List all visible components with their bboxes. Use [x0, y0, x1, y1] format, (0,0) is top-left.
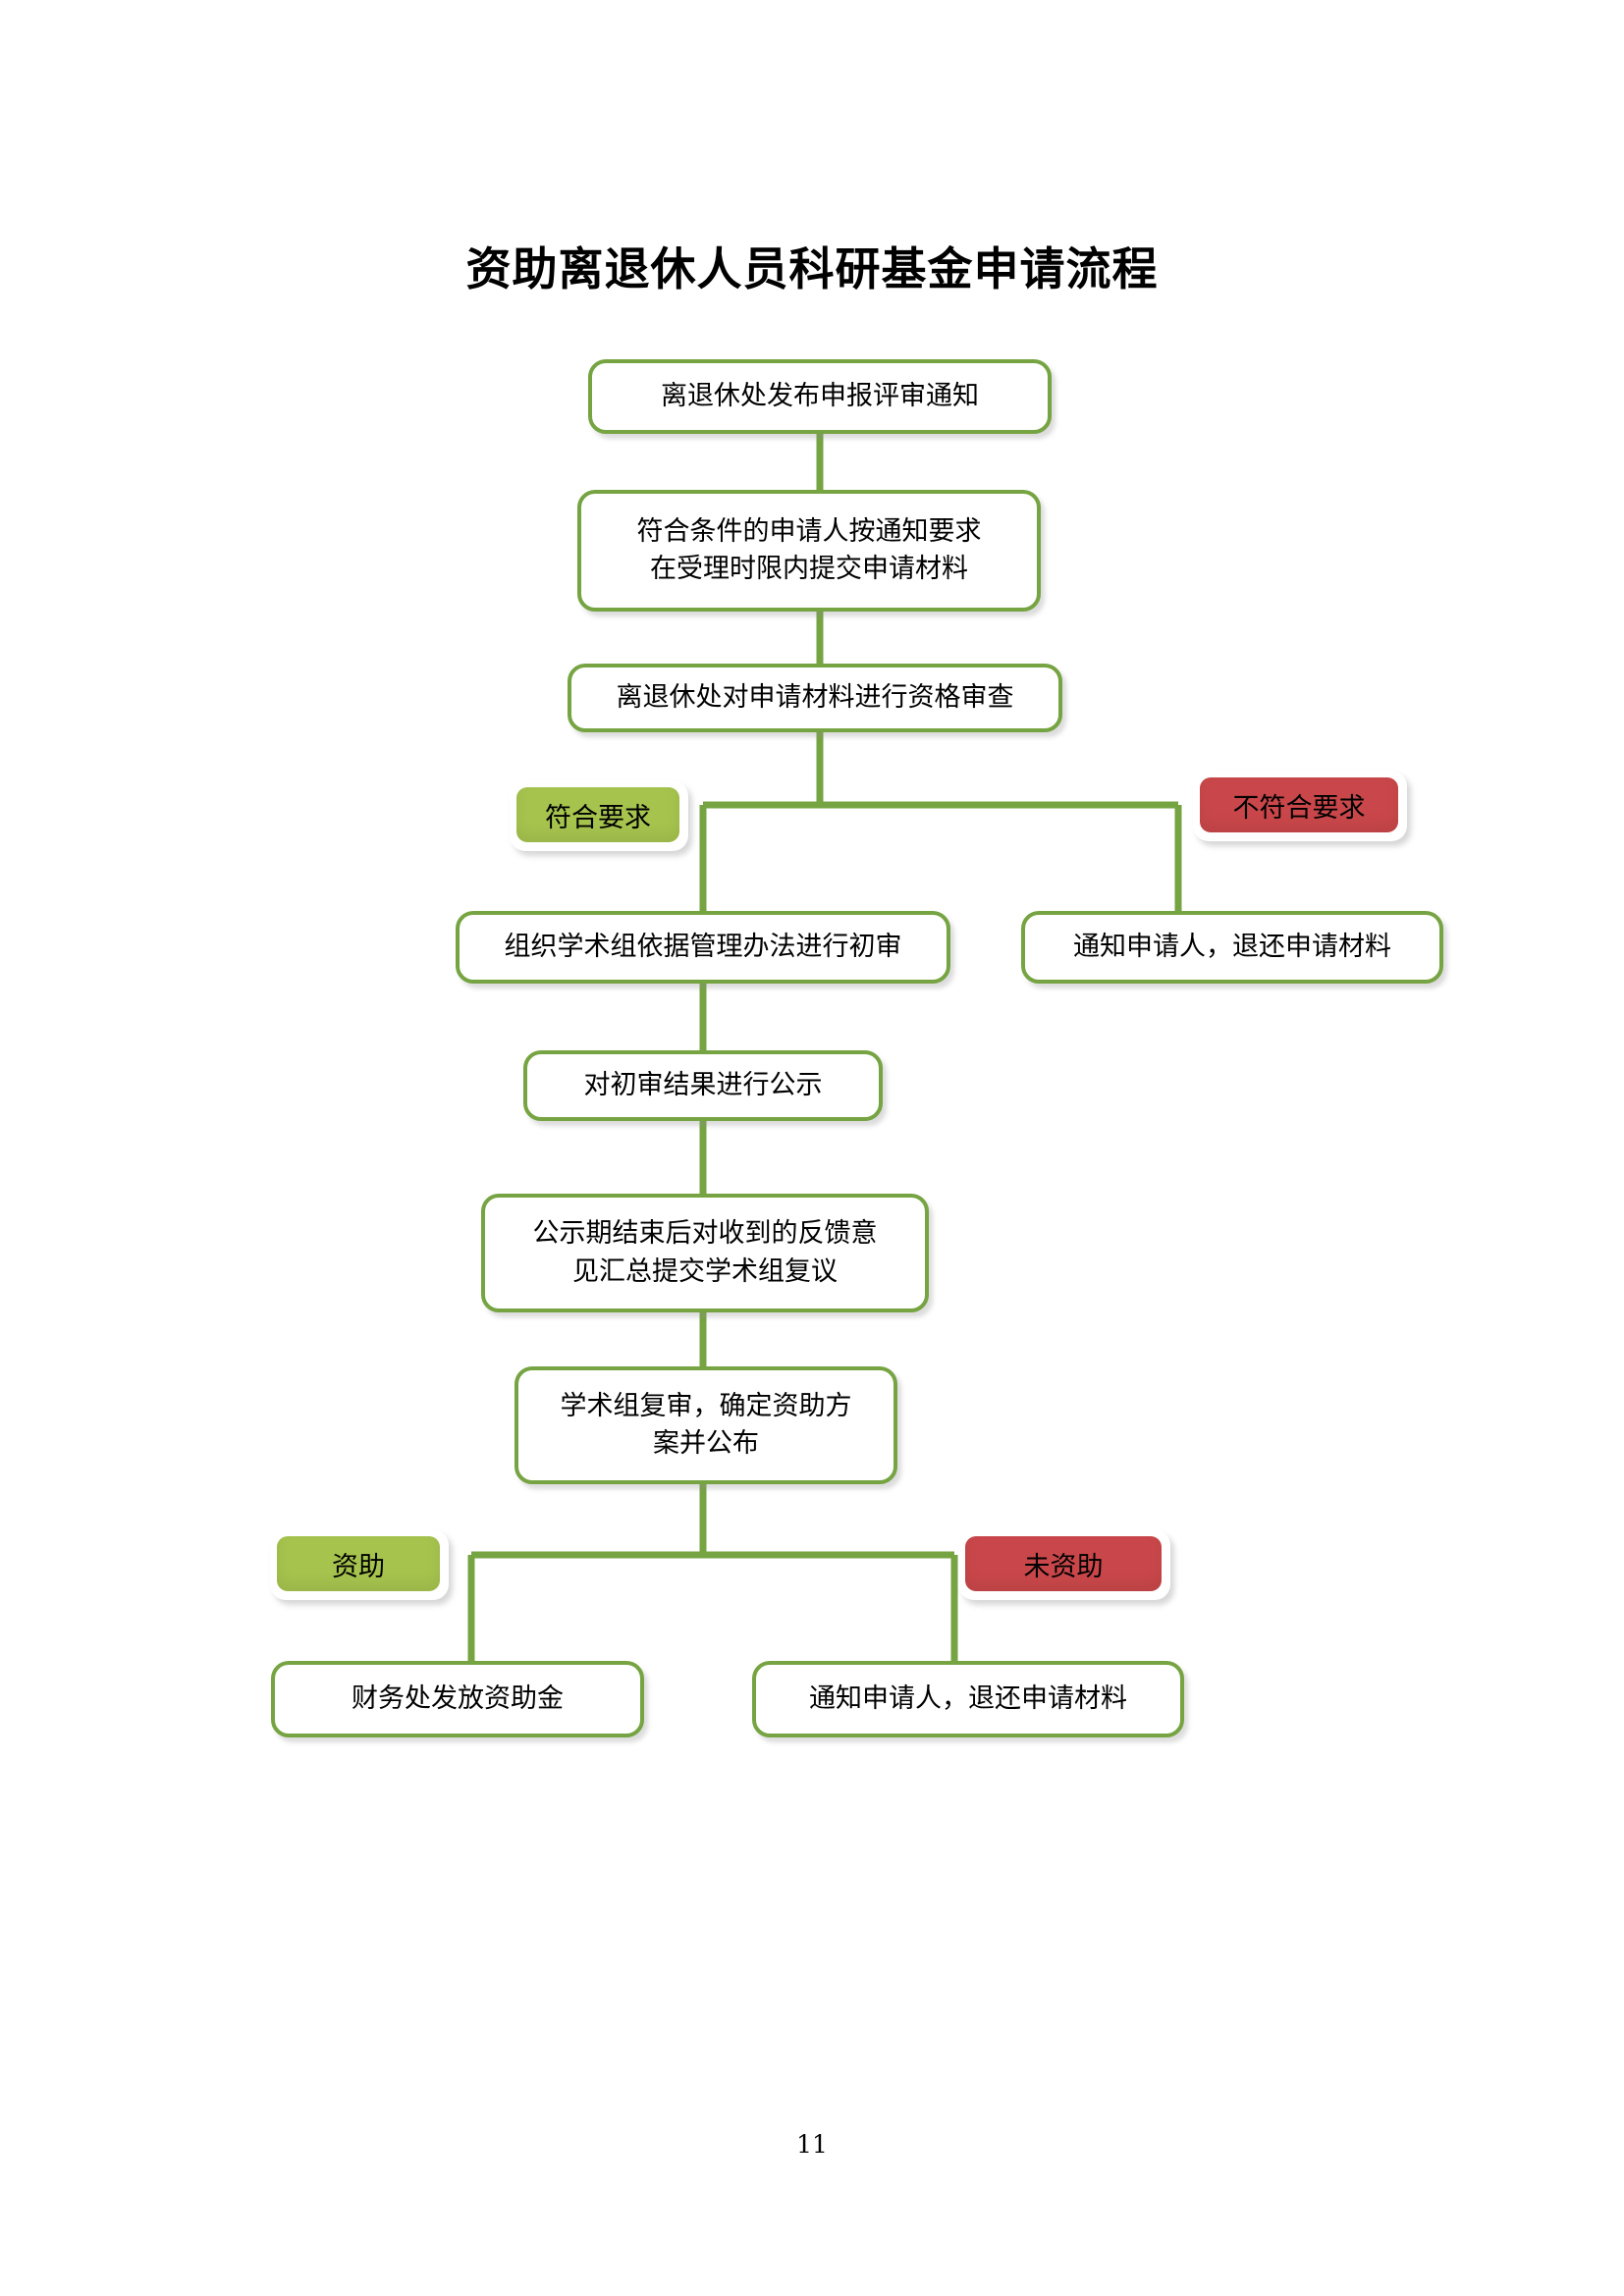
- node-label: 离退休处发布申报评审通知: [661, 380, 979, 411]
- badge-meets-requirements[interactable]: 符合要求: [510, 780, 688, 851]
- badge-label: 符合要求: [545, 802, 651, 833]
- node-label: 公示期结束后对收到的反馈意 见汇总提交学术组复议: [532, 1218, 878, 1287]
- node-label: 财务处发放资助金: [352, 1682, 564, 1714]
- node-disburse-funds[interactable]: 财务处发放资助金: [271, 1661, 644, 1737]
- node-label: 离退休处对申请材料进行资格审查: [616, 681, 1014, 713]
- page-title: 资助离退休人员科研基金申请流程: [465, 242, 1159, 295]
- node-notify-return-2[interactable]: 通知申请人，退还申请材料: [752, 1661, 1184, 1737]
- badge-fill: 符合要求: [516, 787, 679, 842]
- node-qualification-review[interactable]: 离退休处对申请材料进行资格审查: [568, 664, 1062, 732]
- node-label: 通知申请人，退还申请材料: [1073, 931, 1391, 962]
- node-publicize-results[interactable]: 对初审结果进行公示: [523, 1050, 883, 1121]
- node-final-review-publish[interactable]: 学术组复审，确定资助方 案并公布: [514, 1366, 897, 1484]
- badge-label: 未资助: [1023, 1551, 1104, 1582]
- node-submit-materials[interactable]: 符合条件的申请人按通知要求 在受理时限内提交申请材料: [577, 490, 1041, 612]
- node-label: 学术组复审，确定资助方 案并公布: [560, 1390, 852, 1459]
- node-collect-feedback[interactable]: 公示期结束后对收到的反馈意 见汇总提交学术组复议: [481, 1194, 929, 1312]
- badge-label: 不符合要求: [1232, 792, 1366, 824]
- node-notify-return-1[interactable]: 通知申请人，退还申请材料: [1021, 911, 1443, 984]
- node-label: 符合条件的申请人按通知要求 在受理时限内提交申请材料: [636, 515, 982, 584]
- badge-not-funded[interactable]: 未资助: [958, 1529, 1170, 1600]
- badge-not-meets-requirements[interactable]: 不符合要求: [1193, 771, 1407, 841]
- page-number: 11: [796, 2130, 828, 2159]
- node-academic-first-review[interactable]: 组织学术组依据管理办法进行初审: [456, 911, 950, 984]
- node-publish-notice[interactable]: 离退休处发布申报评审通知: [588, 359, 1052, 434]
- node-label: 对初审结果进行公示: [583, 1069, 823, 1100]
- badge-fill: 不符合要求: [1200, 777, 1398, 832]
- node-label: 通知申请人，退还申请材料: [809, 1682, 1127, 1714]
- badge-label: 资助: [332, 1551, 385, 1582]
- badge-fill: 未资助: [965, 1536, 1162, 1591]
- badge-fill: 资助: [277, 1536, 440, 1591]
- node-label: 组织学术组依据管理办法进行初审: [504, 931, 902, 962]
- badge-funded[interactable]: 资助: [270, 1529, 449, 1600]
